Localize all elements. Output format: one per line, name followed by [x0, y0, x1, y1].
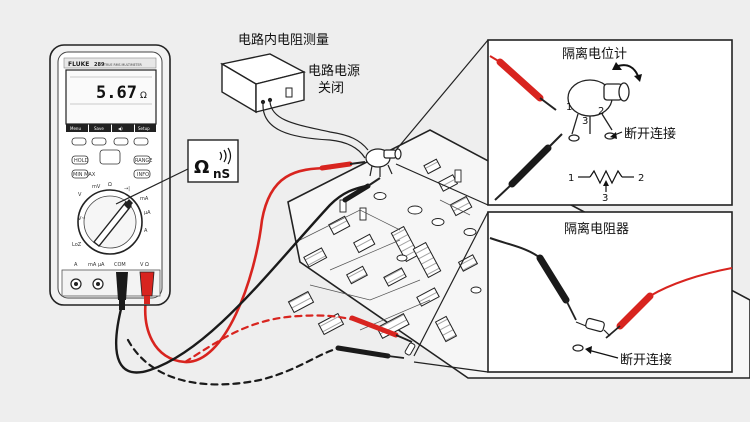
inset-potentiometer: 隔离电位计 1 3 2	[487, 39, 733, 206]
disconnect-arrow-bottom	[585, 346, 619, 359]
jack-volts-label: V Ω	[140, 262, 149, 268]
inset1-potentiometer-body	[567, 79, 630, 142]
svg-text:V~: V~	[78, 216, 86, 222]
svg-text:V: V	[78, 192, 82, 198]
inset1-black-probe	[494, 133, 563, 201]
svg-text:Ω: Ω	[108, 182, 112, 188]
zoom-lines	[395, 39, 489, 373]
lower-black-probe	[335, 345, 405, 359]
in-circuit-title: 电路内电阻测量	[238, 32, 329, 48]
softkey-save[interactable]: Save	[94, 126, 104, 131]
power-switch-icon	[285, 87, 293, 98]
probe-wires	[114, 166, 368, 386]
jack-com-label: COM	[114, 262, 126, 268]
power-off-line2: 关闭	[318, 81, 344, 96]
jack-milliamps-label: mA μA	[88, 262, 105, 268]
schematic-bottom: 3	[602, 193, 608, 204]
inset1-red-probe	[489, 55, 557, 111]
meter-buttons	[71, 137, 151, 179]
inset2-black-probe	[489, 237, 577, 321]
hold-label: HOLD	[74, 158, 88, 164]
softkey-backlight[interactable]: ◀)	[118, 126, 123, 131]
disconnect-bottom-label: 断开连接	[620, 352, 672, 368]
meter-model-caption: TRUE RMS MULTIMETER	[103, 63, 143, 67]
meter-rotary-dial[interactable]: V mV Ω →| mA μA A LoZ V~	[72, 182, 151, 255]
board-potentiometer	[365, 148, 402, 177]
disconnect-top-label: 断开连接	[624, 126, 676, 142]
svg-text:LoZ: LoZ	[72, 242, 82, 248]
min-max-button[interactable]	[71, 169, 89, 179]
multimeter: FLUKE 289 TRUE RMS MULTIMETER 5.67 Ω Men…	[49, 44, 171, 310]
softkey-menu[interactable]: Menu	[70, 126, 81, 131]
info-label: INFO	[137, 172, 149, 178]
meter-softkeys: Menu Save ◀) Setup	[66, 124, 156, 132]
meter-screen	[65, 69, 157, 125]
callout-ohm-symbol: Ω	[194, 157, 209, 178]
board-components	[339, 169, 482, 294]
schematic-left: 1	[568, 173, 574, 184]
pot-pin-2: 2	[598, 106, 604, 117]
jack-amps-label: A	[74, 262, 78, 268]
power-supply	[220, 53, 369, 159]
inset2-resistor-body	[572, 317, 611, 352]
upper-red-probe	[319, 161, 366, 171]
svg-text:A: A	[144, 228, 148, 234]
meter-unit: Ω	[140, 91, 147, 101]
meter-model: 289	[94, 62, 105, 68]
inset-resistor: 隔离电阻器 断开连接	[487, 211, 733, 373]
info-button[interactable]	[133, 169, 151, 179]
range-label: RANGE	[135, 158, 152, 164]
red-plug	[139, 271, 155, 304]
ohm-callout: Ω nS	[115, 139, 239, 205]
min-max-label: MIN MAX	[73, 172, 96, 178]
pot-schematic	[578, 169, 634, 192]
board-chips	[287, 158, 479, 343]
black-plug	[116, 272, 128, 310]
power-off-line1: 电路电源	[308, 63, 360, 79]
softkey-setup[interactable]: Setup	[138, 126, 150, 131]
rotate-arrow-icon	[612, 62, 642, 82]
beep-icon	[219, 147, 232, 165]
hold-button[interactable]	[71, 155, 89, 165]
potentiometer-title: 隔离电位计	[562, 46, 627, 62]
resistor-title: 隔离电阻器	[564, 221, 629, 237]
pot-pin-1: 1	[566, 102, 572, 113]
meter-brand: FLUKE	[68, 61, 89, 68]
meter-reading: 5.67	[96, 83, 137, 103]
lower-resistor	[404, 342, 416, 356]
pot-pin-3: 3	[582, 116, 588, 127]
range-button[interactable]	[133, 155, 151, 165]
disconnect-arrow-top	[610, 131, 623, 139]
callout-ns: nS	[213, 167, 230, 181]
svg-text:mV: mV	[92, 184, 101, 190]
schematic-right: 2	[638, 173, 644, 184]
svg-text:mA: mA	[140, 196, 149, 202]
upper-black-probe	[342, 177, 381, 203]
inset2-red-probe	[605, 267, 733, 339]
svg-text:μA: μA	[144, 210, 151, 216]
lower-red-probe	[349, 315, 413, 343]
svg-text:→|: →|	[124, 186, 130, 192]
